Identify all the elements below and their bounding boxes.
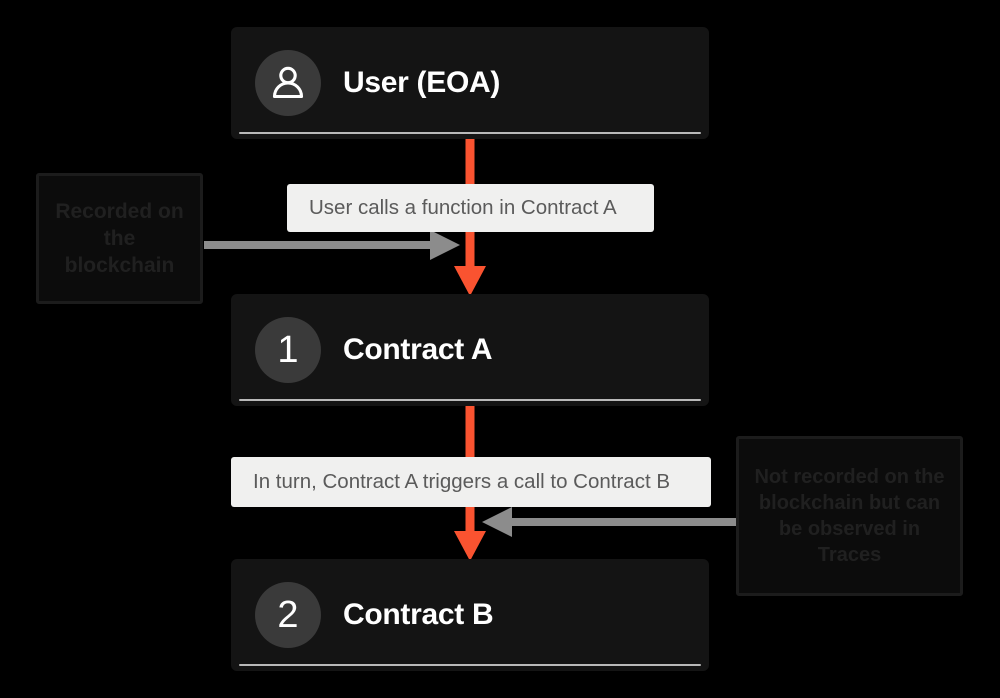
pointer-arrow-left — [204, 230, 460, 260]
step-label-1-text: User calls a function in Contract A — [309, 196, 617, 219]
node-user-underline — [239, 132, 701, 134]
annotation-left: Recorded on the blockchain — [36, 173, 203, 304]
node-contract-b[interactable]: 2 Contract B — [231, 559, 709, 671]
person-icon — [272, 66, 304, 99]
node-user-label: User (EOA) — [343, 66, 501, 99]
node-contract-a-underline — [239, 399, 701, 401]
step-number-1: 1 — [277, 329, 299, 371]
annotation-right-text: Not recorded on the blockchain but can b… — [754, 466, 945, 566]
step-label-2: In turn, Contract A triggers a call to C… — [231, 457, 711, 507]
node-contract-b-label: Contract B — [343, 598, 494, 631]
node-contract-a[interactable]: 1 Contract A — [231, 294, 709, 406]
step-number-badge-1: 1 — [255, 317, 321, 383]
step-number-badge-2: 2 — [255, 582, 321, 648]
step-label-1: User calls a function in Contract A — [287, 184, 654, 232]
pointer-arrow-right — [482, 507, 738, 537]
step-label-2-text: In turn, Contract A triggers a call to C… — [253, 470, 671, 493]
annotation-right: Not recorded on the blockchain but can b… — [736, 436, 963, 596]
node-user[interactable]: User (EOA) — [231, 27, 709, 139]
node-contract-b-underline — [239, 664, 701, 666]
node-contract-a-label: Contract A — [343, 333, 493, 366]
step-number-2: 2 — [277, 594, 299, 636]
person-avatar — [255, 50, 321, 116]
annotation-left-text: Recorded on the blockchain — [55, 199, 184, 278]
